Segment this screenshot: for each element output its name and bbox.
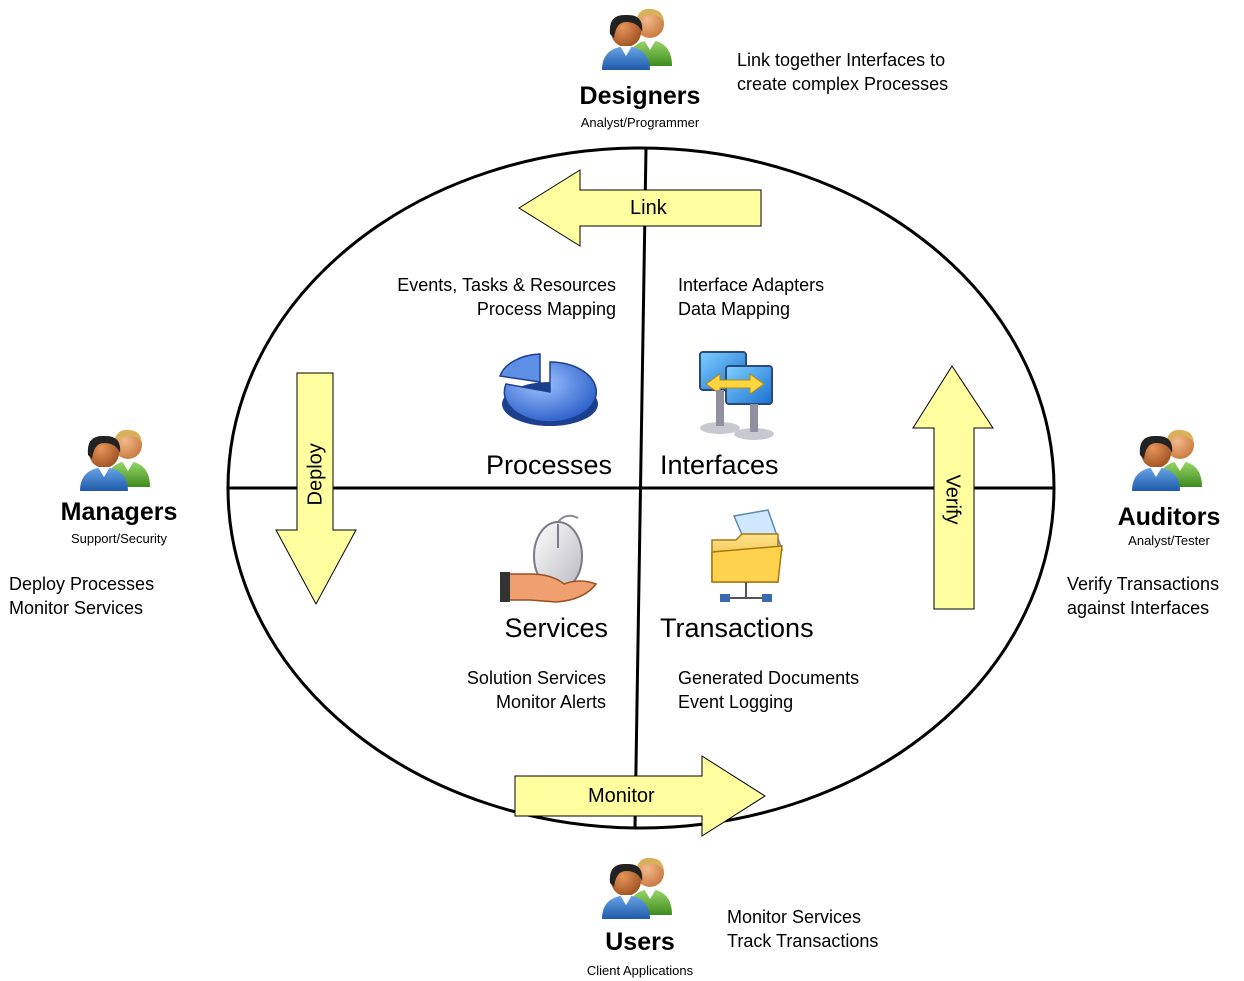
- users-people-icon: [602, 857, 672, 919]
- managers-note-line: Monitor Services: [9, 598, 144, 618]
- interfaces-detail-line: Data Mapping: [678, 299, 791, 319]
- verify-arrow-label: Verify: [941, 474, 964, 525]
- link-arrow-label: Link: [630, 197, 667, 219]
- vertical-divider: [633, 147, 648, 829]
- designers-note-line: create complex Processes: [737, 74, 949, 94]
- managers-title: Managers: [60, 498, 178, 526]
- pie-chart-icon: [498, 353, 598, 426]
- transactions-label: Transactions: [660, 613, 814, 643]
- processes-detail-line: Events, Tasks & Resources: [397, 275, 616, 295]
- deploy-arrow-label: Deploy: [304, 443, 327, 506]
- auditors-title: Auditors: [1117, 503, 1221, 531]
- hand-mouse-icon: [500, 514, 598, 603]
- auditors-people-icon: [1132, 429, 1202, 491]
- users-title: Users: [605, 928, 675, 956]
- managers-note-line: Deploy Processes: [9, 574, 155, 594]
- services-detail-line: Monitor Alerts: [495, 692, 606, 712]
- services-details: Solution Services Monitor Alerts: [306, 666, 606, 714]
- auditors-subtitle: Analyst/Tester: [1128, 533, 1210, 548]
- interfaces-label: Interfaces: [660, 450, 779, 480]
- designers-notes: Link together Interfaces to create compl…: [737, 48, 948, 96]
- processes-detail-line: Process Mapping: [476, 299, 616, 319]
- auditors-notes: Verify Transactions against Interfaces: [1067, 572, 1219, 620]
- processes-details: Events, Tasks & Resources Process Mappin…: [316, 273, 616, 321]
- transactions-detail-line: Event Logging: [678, 692, 794, 712]
- verify-arrow: [912, 365, 994, 610]
- users-note-line: Track Transactions: [727, 931, 879, 951]
- users-notes: Monitor Services Track Transactions: [727, 905, 878, 953]
- users-subtitle: Client Applications: [586, 963, 694, 978]
- transactions-detail-line: Generated Documents: [678, 668, 860, 688]
- designers-note-line: Link together Interfaces to: [737, 50, 946, 70]
- monitor-arrow: [514, 755, 766, 837]
- deploy-arrow: [275, 372, 357, 606]
- services-label: Services: [504, 613, 608, 643]
- network-computers-icon: [699, 351, 774, 440]
- services-detail-line: Solution Services: [466, 668, 606, 688]
- link-arrow: [518, 169, 762, 247]
- processes-label: Processes: [485, 450, 612, 480]
- auditors-note-line: Verify Transactions: [1067, 574, 1220, 594]
- managers-people-icon: [80, 429, 150, 491]
- transactions-details: Generated Documents Event Logging: [678, 666, 859, 714]
- interfaces-detail-line: Interface Adapters: [678, 275, 825, 295]
- managers-subtitle: Support/Security: [70, 531, 168, 546]
- designers-subtitle: Analyst/Programmer: [580, 115, 700, 130]
- interfaces-details: Interface Adapters Data Mapping: [678, 273, 824, 321]
- designers-people-icon: [602, 8, 672, 70]
- users-note-line: Monitor Services: [727, 907, 862, 927]
- designers-title: Designers: [579, 82, 701, 110]
- monitor-arrow-label: Monitor: [588, 785, 655, 807]
- shared-folder-icon: [711, 509, 783, 602]
- managers-notes: Deploy Processes Monitor Services: [9, 572, 154, 620]
- auditors-note-line: against Interfaces: [1067, 598, 1210, 618]
